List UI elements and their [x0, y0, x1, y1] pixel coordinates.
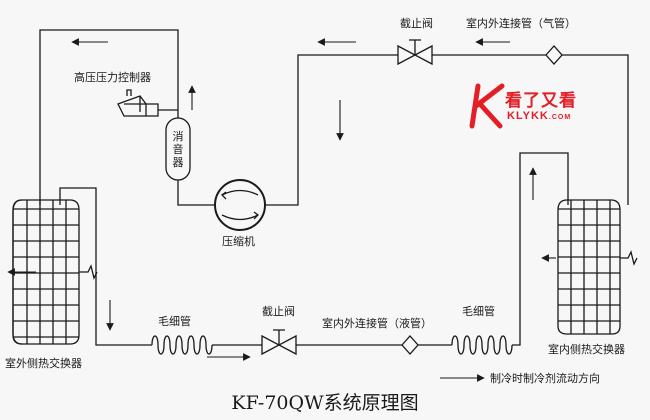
- liquid-pipe-label: 室内外连接管（液管）: [322, 317, 432, 330]
- indoor-heat-exchanger: [557, 199, 638, 335]
- stop-valve-liquid: [261, 329, 297, 356]
- gas-pipe-label: 室内外连接管（气管）: [466, 17, 576, 30]
- pressure-switch: [117, 89, 159, 117]
- site-logo-en: KLYKK.COM: [507, 110, 572, 122]
- diagram-title: KF-70QW系统原理图: [231, 392, 419, 414]
- capillary-left-label: 毛细管: [158, 315, 191, 328]
- stop-valve-liquid-label: 截止阀: [262, 305, 295, 318]
- capillary-right-label: 毛细管: [462, 305, 495, 318]
- legend-label: 制冷时制冷剂流动方向: [490, 372, 600, 385]
- compressor-label: 压缩机: [222, 235, 255, 248]
- capillary-right: [451, 335, 513, 355]
- site-logo-mark: [469, 83, 505, 129]
- pressure-switch-label: 高压压力控制器: [74, 71, 151, 84]
- compressor: [214, 179, 266, 231]
- outdoor-hx-label: 室外侧热交换器: [5, 357, 82, 370]
- capillary-left: [151, 335, 213, 355]
- stop-valve-gas-label: 截止阀: [400, 17, 433, 30]
- gas-pipe-joint: [545, 45, 563, 65]
- flow-arrows: [7, 38, 556, 361]
- site-logo-cn: 看了又看: [505, 91, 577, 111]
- muffler: [165, 117, 191, 181]
- refrigerant-loop: [39, 29, 629, 346]
- liquid-pipe-joint: [401, 335, 419, 355]
- stop-valve-gas: [397, 39, 433, 66]
- indoor-hx-label: 室内侧热交换器: [548, 343, 625, 356]
- muffler-label: 消音器: [172, 130, 184, 169]
